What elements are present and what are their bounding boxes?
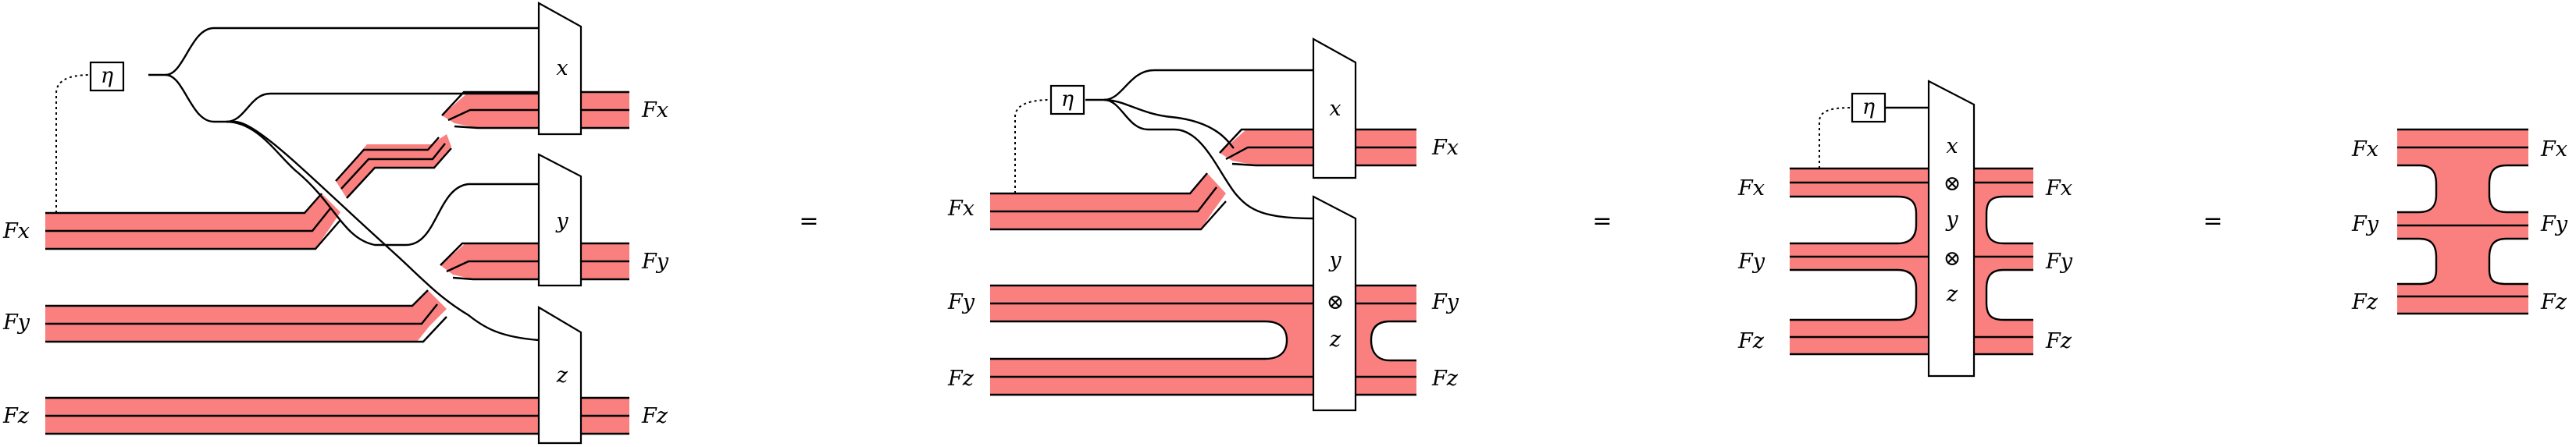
output-label-fz: Fz [641, 404, 668, 428]
box-xyz-label-y: y [1945, 208, 1958, 232]
equals-sign-3: = [2203, 208, 2222, 235]
eta-box [89, 61, 125, 92]
input-label-fx-4: Fx [2351, 137, 2378, 161]
ribbon-fz [45, 396, 629, 435]
ribbon-up-segment-1 [335, 134, 452, 199]
ribbon-right-comb-3 [1974, 167, 2033, 356]
box-z [537, 306, 583, 445]
panel-4: Fx Fy Fz Fx Fy Fz [2351, 128, 2568, 315]
box-y-label: y [555, 209, 568, 233]
ribbon-fx-output [441, 90, 629, 129]
input-label-fx-2: Fx [947, 197, 974, 221]
wires-panel-2 [1014, 69, 1314, 220]
input-label-fy: Fy [2, 310, 30, 335]
wires-panel-1 [55, 27, 540, 342]
output-label-fy-2: Fy [1431, 290, 1459, 314]
ribbon-fx-input-2 [990, 172, 1227, 231]
box-yz-label-y: y [1328, 248, 1341, 272]
box-x-2 [1312, 37, 1357, 179]
equals-sign-1: = [799, 208, 818, 235]
output-label-fy-4: Fy [2540, 212, 2568, 236]
box-xyz-label-z: z [1946, 282, 1958, 307]
box-x-label-2: x [1329, 97, 1341, 121]
ribbon-fy-output [440, 242, 629, 281]
eta-symbol: η [101, 64, 113, 88]
output-label-fx: Fx [641, 98, 668, 122]
tensor-symbol-2: ⊗ [1327, 290, 1345, 314]
box-z-label: z [556, 364, 568, 388]
output-label-fx-3: Fx [2045, 176, 2072, 200]
input-label-fy-3: Fy [1737, 250, 1765, 274]
box-yz-2 [1312, 195, 1357, 412]
input-label-fz-4: Fz [2351, 290, 2378, 314]
input-label-fz-3: Fz [1737, 329, 1765, 353]
output-label-fx-4: Fx [2540, 137, 2567, 161]
eta-box-2 [1049, 84, 1085, 115]
output-label-fy: Fy [641, 250, 669, 274]
tensor-symbol-3a: ⊗ [1944, 172, 1961, 196]
ribbon-left-comb-3 [1790, 167, 1930, 356]
input-label-fy-2: Fy [947, 290, 975, 314]
panel-2: η x y ⊗ z Fx Fy Fz Fx Fy Fz [947, 37, 1459, 412]
tensor-symbol-3b: ⊗ [1944, 247, 1961, 271]
box-y [537, 153, 583, 287]
box-yz-label-z: z [1329, 328, 1341, 352]
input-label-fy-4: Fy [2351, 212, 2379, 236]
ribbon-fx-input [45, 193, 341, 250]
ribbon-fy-input [45, 289, 447, 343]
output-label-fy-3: Fy [2045, 250, 2073, 274]
output-label-fz-2: Fz [1431, 367, 1459, 391]
ribbon-collapsed-4 [2397, 128, 2528, 315]
eta-symbol-3: η [1862, 95, 1875, 119]
output-label-fz-3: Fz [2045, 329, 2072, 353]
panel-3: η x ⊗ y ⊗ z Fx Fy Fz Fx Fy Fz [1737, 80, 2073, 378]
input-label-fx-3: Fx [1737, 176, 1765, 200]
input-label-fx: Fx [2, 219, 30, 243]
eta-box-3 [1851, 92, 1887, 123]
input-label-fz: Fz [2, 404, 30, 428]
input-label-fz-2: Fz [947, 367, 974, 391]
box-xyz-label-x: x [1946, 134, 1958, 158]
eta-symbol-2: η [1061, 87, 1074, 112]
wires-panel-3 [1819, 106, 1929, 169]
output-label-fx-2: Fx [1431, 136, 1459, 160]
output-label-fz-4: Fz [2540, 290, 2567, 314]
equals-sign-2: = [1592, 208, 1612, 235]
box-x-label: x [556, 56, 568, 80]
box-x [537, 2, 583, 136]
box-xyz-3 [1927, 80, 1976, 378]
panel-1: η x y z Fx Fy Fz Fx Fy Fz [2, 2, 669, 445]
